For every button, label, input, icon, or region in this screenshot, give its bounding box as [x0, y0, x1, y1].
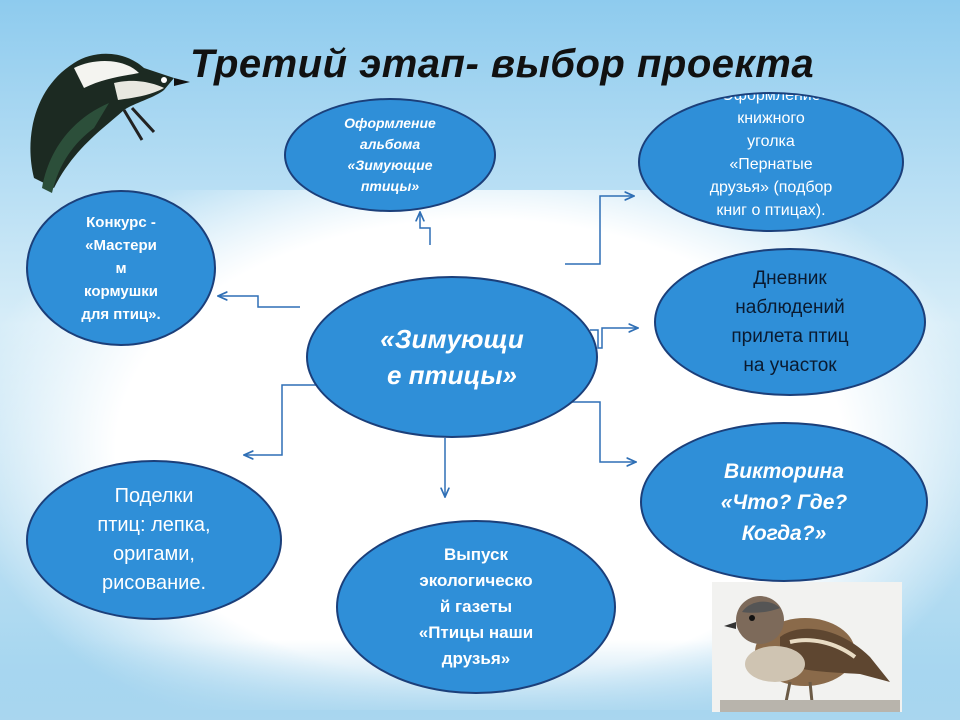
- node-crafts-label: Поделки птиц: лепка, оригами, рисование.: [97, 485, 211, 594]
- node-contest: Конкурс - «Мастери м кормушки для птиц».: [26, 190, 216, 346]
- node-crafts: Поделки птиц: лепка, оригами, рисование.: [26, 460, 282, 620]
- node-contest-label: Конкурс - «Мастери м кормушки для птиц».: [81, 213, 161, 323]
- link-to-album: [420, 212, 431, 245]
- node-center-label: «Зимующи е птицы»: [380, 324, 524, 390]
- link-to-book-corner: [565, 196, 634, 265]
- link-to-crafts: [244, 384, 326, 455]
- link-to-contest: [218, 296, 300, 308]
- node-quiz-label: Викторина «Что? Где? Когда?»: [720, 459, 848, 545]
- node-center: «Зимующи е птицы»: [306, 276, 598, 438]
- node-quiz: Викторина «Что? Где? Когда?»: [640, 422, 928, 582]
- node-diary-label: Дневник наблюдений прилета птиц на участ…: [731, 268, 849, 376]
- slide-title: Третий этап- выбор проекта: [190, 42, 815, 86]
- node-album: Оформление альбома «Зимующие птицы»: [284, 98, 496, 212]
- magpie-picture: [30, 53, 190, 193]
- link-to-quiz: [562, 401, 636, 462]
- node-diary: Дневник наблюдений прилета птиц на участ…: [654, 248, 926, 396]
- node-newspaper-label: Выпуск экологическо й газеты «Птицы наши…: [418, 545, 534, 668]
- sparrow-picture: [720, 596, 900, 712]
- node-book-corner-label: Оформление книжного уголка «Пернатые дру…: [709, 92, 833, 219]
- link-to-diary: [590, 328, 638, 349]
- node-book-corner: Оформление книжного уголка «Пернатые дру…: [638, 92, 904, 232]
- node-newspaper: Выпуск экологическо й газеты «Птицы наши…: [336, 520, 616, 694]
- node-album-label: Оформление альбома «Зимующие птицы»: [344, 115, 436, 194]
